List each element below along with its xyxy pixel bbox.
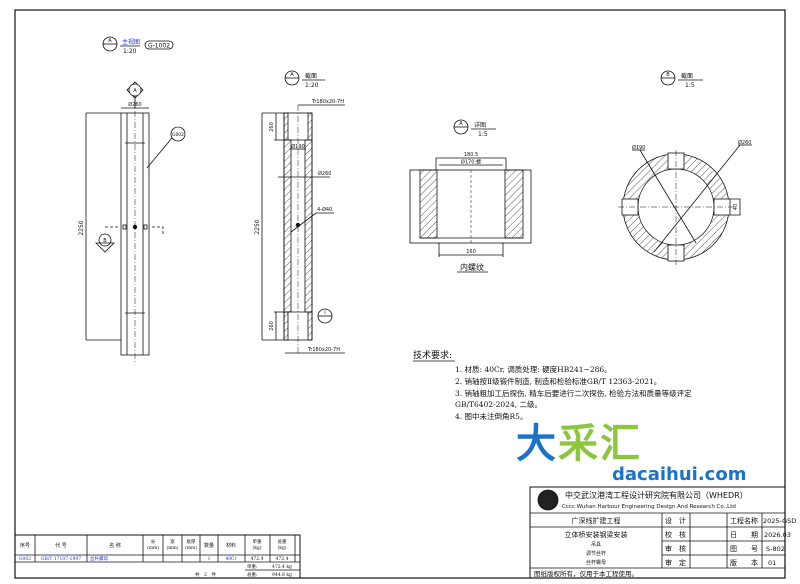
company-name-en: Cccc Wuhan Harbour Engineering Design An…	[562, 504, 736, 510]
view-title: 截面	[681, 72, 693, 80]
sheet-frame	[14, 9, 786, 579]
bom-cell: 丝杆螺母	[90, 555, 108, 562]
dim-outer: 180.5	[464, 152, 478, 158]
dim-length: 2250	[78, 220, 85, 235]
note-item: 1. 材质: 40Cr, 调质处理: 硬度HB241~286。	[455, 364, 612, 374]
role-label: 设 计	[665, 516, 686, 525]
unit-weight: 472.4 kg	[272, 564, 292, 570]
bom-header: 长(mm)	[147, 538, 159, 551]
dim-bore: Ø190	[291, 143, 304, 150]
view-symbol-letter: A	[459, 121, 463, 127]
company-logo	[537, 489, 559, 511]
unit-weight-label: 单重:	[247, 563, 258, 570]
watermark-url: dacaihui.com	[612, 464, 747, 485]
bom-cell: 40Cr	[225, 556, 237, 562]
field-label: 工程名称	[730, 516, 758, 525]
bom-header: 单重(kg)	[252, 538, 262, 551]
watermark-cn: 大采汇	[516, 421, 642, 467]
field-value: S-802	[766, 545, 785, 553]
bom-header: 名 称	[109, 542, 121, 549]
bom-cell: 472.4	[276, 556, 289, 562]
view-title: 详图	[474, 121, 486, 129]
dim-length: 2250	[254, 219, 261, 234]
dim-len-bottom: 260	[269, 321, 275, 331]
bom-cell: 472.4	[251, 556, 264, 562]
section-a-view: A 截面 1:20 Tr180x20-7H Tr180x20-7H 260 26…	[254, 70, 345, 355]
part-count: 共 2 件	[195, 571, 216, 578]
view-scale: 1:20	[123, 48, 137, 55]
bom-cell: GB/T 17107-1997	[41, 556, 81, 562]
field-value: 2025-GSD	[763, 517, 796, 525]
watermark-logo: 大采汇	[516, 424, 642, 464]
note-item: 2. 销轴按Ⅱ级锻件制造, 制造和检验标准GB/T 12363-2021。	[455, 376, 661, 386]
notes-heading: 技术要求:	[413, 349, 452, 361]
detail-view: A 详图 1:5 180.5 Ø170:螺 160 内螺纹	[409, 119, 532, 273]
view-scale: 1:5	[685, 82, 695, 89]
view-symbol-letter: B	[666, 72, 670, 78]
dim-bore: Ø190	[632, 144, 645, 151]
part-balloon: G002	[172, 132, 184, 138]
bom-table: 序号 代 号 名 称 长(mm) 宽(mm) 板厚(mm) 数量 材料 单重(k…	[14, 534, 301, 579]
bom-cell: G002	[19, 556, 31, 562]
total-weight: 944.8 kg	[272, 572, 292, 578]
section-b-view: B 截面 1:5 Ø190 Ø260 40	[618, 70, 752, 265]
field-label: 日 期	[730, 531, 758, 539]
dim-outer: Ø260	[318, 170, 331, 177]
view-symbol-letter: A	[290, 72, 294, 78]
role-label: 审 核	[665, 544, 686, 553]
copyright-note: 图纸版权所有，仅用于本工程使用。	[534, 569, 638, 578]
field-label: 版 本	[730, 558, 758, 567]
field-label: 图 号	[730, 545, 758, 553]
view-scale: 1:20	[305, 82, 319, 89]
view-title: 主视图	[122, 38, 140, 46]
drawing-sub: 吊具	[591, 542, 601, 548]
dim-hole: 40	[733, 204, 739, 210]
dim-outer: Ø260	[738, 139, 751, 146]
thread-spec-bottom: Tr180x20-7H	[307, 347, 340, 353]
note-item: 4. 图中未注倒角R5。	[455, 411, 527, 421]
drawing-sub: 丝杆螺母	[586, 559, 606, 566]
dim-bottom: 160	[466, 249, 476, 255]
note-item: 3. 销轴粗加工后探伤, 精车后要进行二次探伤, 检验方法和质量等级评定	[455, 388, 692, 398]
drawing-sub: 调节丝杆	[586, 550, 606, 557]
role-label: 审 定	[665, 558, 686, 567]
title-block: 中交武汉港湾工程设计研究院有限公司（WHEDR） Cccc Wuhan Harb…	[529, 486, 796, 579]
thread-spec-top: Tr180x20-7H	[311, 99, 344, 105]
bom-header: 代 号	[55, 542, 67, 549]
view-title: 截面	[305, 72, 317, 80]
bom-cell: 1	[208, 556, 211, 562]
bom-header: 材料	[226, 542, 236, 549]
bom-header: 板厚(mm)	[185, 538, 197, 551]
dim-len-top: 260	[269, 122, 275, 132]
total-weight-label: 总重:	[247, 571, 258, 578]
view-arrow-letter: A	[133, 88, 137, 94]
field-value: 2026.03	[764, 531, 791, 539]
company-name-cn: 中交武汉港湾工程设计研究院有限公司（WHEDR）	[565, 490, 748, 500]
technical-notes: 技术要求: 1. 材质: 40Cr, 调质处理: 硬度HB241~286。 2.…	[413, 349, 692, 421]
dim-inner: Ø170:螺	[461, 159, 481, 166]
main-view: A 主视图 1:20 G-1002 A Ø260 B 2250 G002	[78, 36, 186, 362]
view-scale: 1:5	[478, 131, 488, 138]
bom-header: 序号	[20, 542, 30, 549]
bom-header: 总重(kg)	[277, 538, 287, 551]
bom-header: 数量	[204, 542, 214, 549]
project-name: 广深线扩建工程	[572, 516, 621, 525]
role-label: 校 核	[665, 530, 686, 539]
view-symbol-letter: A	[108, 38, 112, 44]
drawing-ref: G-1002	[148, 43, 170, 50]
field-value: 01	[768, 559, 776, 567]
section-mark: B	[103, 238, 107, 244]
detail-caption: 内螺纹	[460, 262, 484, 272]
dim-holes: 4-Ø40	[317, 206, 332, 213]
drawing-title: 立体桥安装钢梁安装	[565, 530, 628, 539]
note-item: GB/T6402-2024, 二级。	[455, 399, 542, 409]
detail-mark: I	[324, 310, 325, 316]
bom-header: 宽(mm)	[166, 538, 178, 551]
section-marker-icon	[95, 242, 115, 253]
